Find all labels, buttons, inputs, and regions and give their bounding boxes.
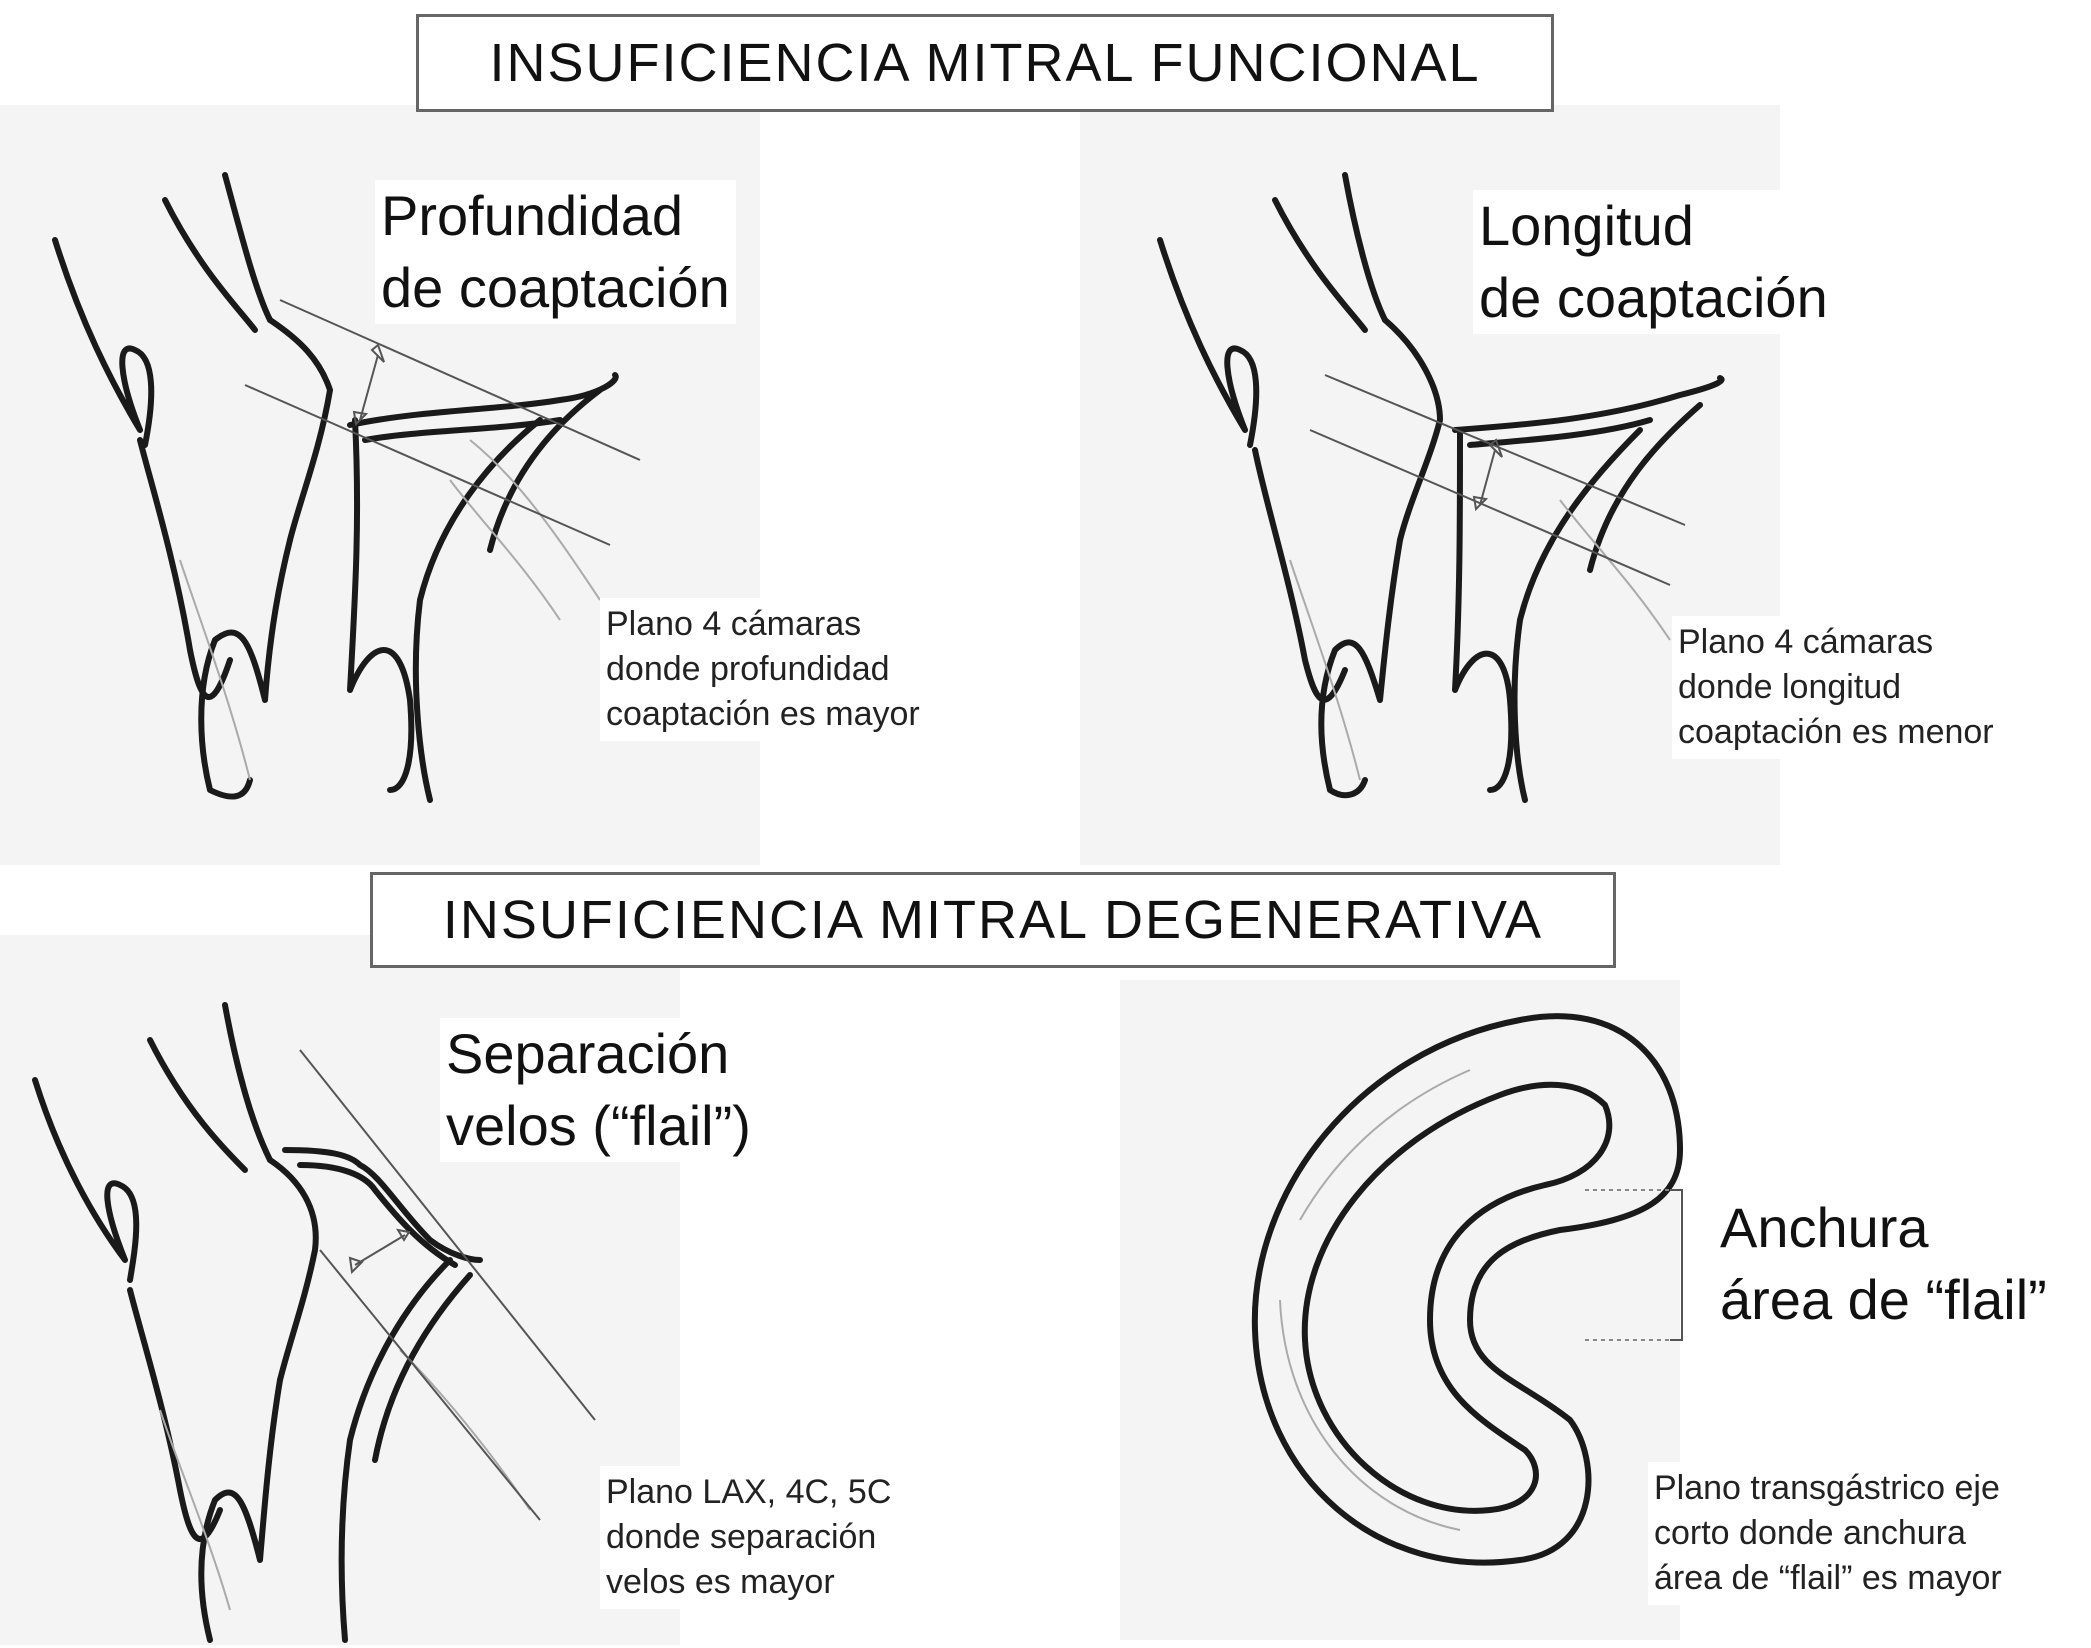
heading-line: área de “flail” xyxy=(1720,1268,2047,1331)
heading-separacion-velos: Separación velos (“flail”) xyxy=(440,1018,757,1162)
mitral-short-axis-illustration xyxy=(1251,1013,1683,1566)
note-plano-lax: Plano LAX, 4C, 5C donde separación velos… xyxy=(600,1466,898,1609)
note-line: coaptación es mayor xyxy=(606,695,920,733)
note-plano-transgastrico: Plano transgástrico eje corto donde anch… xyxy=(1648,1462,2008,1605)
note-line: coaptación es menor xyxy=(1678,713,1994,751)
heading-line: de coaptación xyxy=(381,256,730,319)
note-line: donde longitud xyxy=(1678,668,1902,706)
heading-anchura-area-flail: Anchura área de “flail” xyxy=(1714,1192,2053,1336)
note-plano-4-camaras-longitud: Plano 4 cámaras donde longitud coaptació… xyxy=(1672,616,2000,759)
valve-drawing-top-right xyxy=(1157,172,1725,803)
section-title-functional: INSUFICIENCIA MITRAL FUNCIONAL xyxy=(416,14,1554,112)
heading-line: Longitud xyxy=(1479,194,1694,257)
valve-drawing-bottom-left xyxy=(32,1002,596,1643)
heading-line: de coaptación xyxy=(1479,266,1828,329)
heading-line: Profundidad xyxy=(381,184,684,247)
valve-drawing-top-left xyxy=(52,172,641,803)
note-line: Plano 4 cámaras xyxy=(1678,623,1934,661)
heading-profundidad-coaptacion: Profundidad de coaptación xyxy=(375,180,736,324)
note-line: Plano 4 cámaras xyxy=(606,605,862,643)
note-line: Plano LAX, 4C, 5C xyxy=(606,1473,892,1511)
note-line: área de “flail” es mayor xyxy=(1654,1559,2002,1597)
heading-line: velos (“flail”) xyxy=(446,1094,751,1157)
heading-longitud-coaptacion: Longitud de coaptación xyxy=(1473,190,1834,334)
note-plano-4-camaras-profundidad: Plano 4 cámaras donde profundidad coapta… xyxy=(600,598,926,741)
note-line: velos es mayor xyxy=(606,1563,835,1601)
note-line: Plano transgástrico eje xyxy=(1654,1469,2000,1507)
heading-line: Anchura xyxy=(1720,1196,1929,1259)
section-title-degenerative: INSUFICIENCIA MITRAL DEGENERATIVA xyxy=(370,872,1616,968)
note-line: corto donde anchura xyxy=(1654,1514,1966,1552)
note-line: donde profundidad xyxy=(606,650,890,688)
note-line: donde separación xyxy=(606,1518,877,1556)
heading-line: Separación xyxy=(446,1022,730,1085)
